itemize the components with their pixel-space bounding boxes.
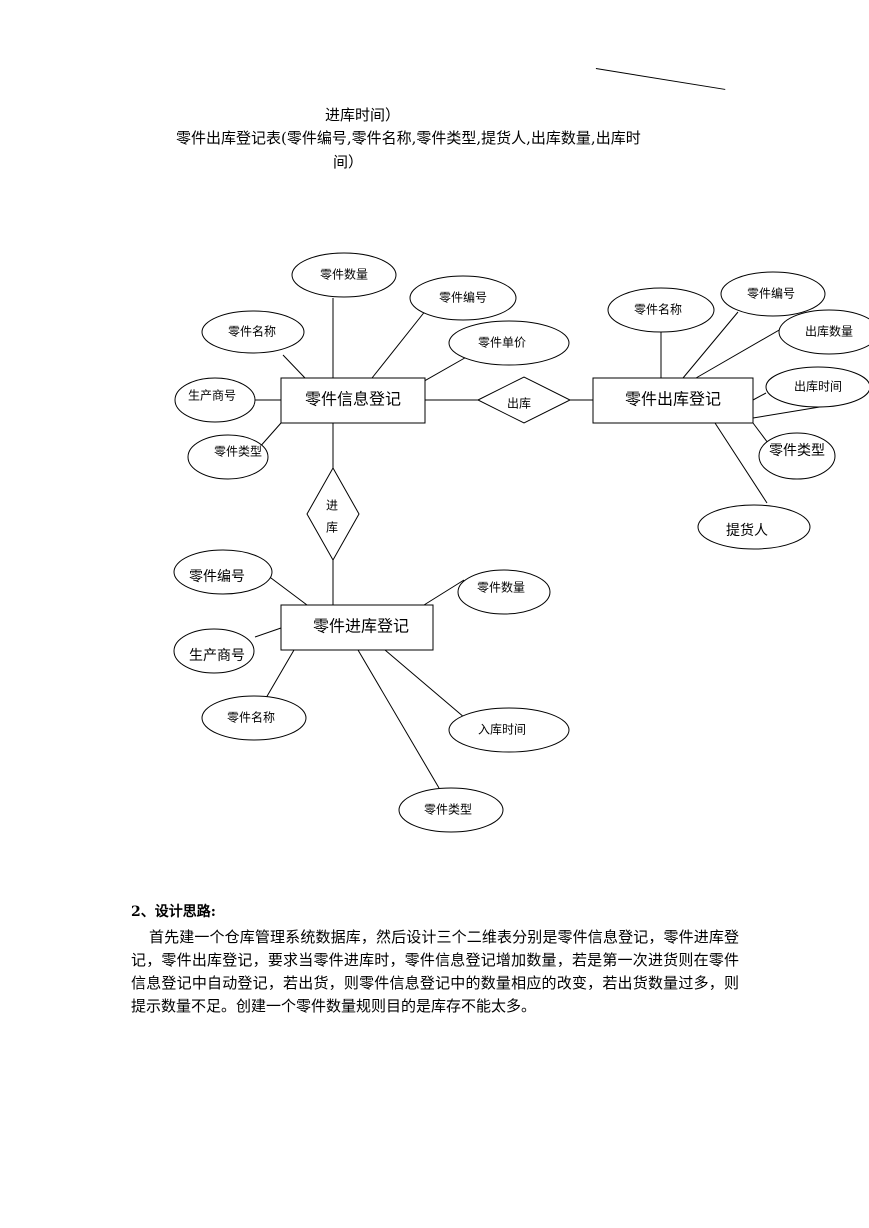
attr-info-name bbox=[201, 310, 305, 354]
attr-in-time-label: 入库时间 bbox=[478, 722, 526, 737]
entity-info-label: 零件信息登记 bbox=[305, 390, 401, 409]
attr-in-type bbox=[398, 787, 504, 833]
attr-out-code bbox=[720, 271, 826, 317]
entity-out-label: 零件出库登记 bbox=[625, 390, 721, 409]
edge-out-time bbox=[752, 392, 767, 401]
attr-info-type bbox=[187, 434, 269, 480]
entity-out bbox=[592, 377, 754, 424]
attr-out-code-label: 零件编号 bbox=[747, 286, 795, 301]
attr-info-price-label: 零件单价 bbox=[478, 336, 526, 350]
attr-in-maker-label: 生产商号 bbox=[189, 648, 245, 664]
attr-out-qty bbox=[778, 309, 869, 355]
attr-in-code bbox=[173, 549, 273, 595]
attr-info-code bbox=[409, 275, 517, 321]
attr-out-picker-label: 提货人 bbox=[726, 522, 768, 539]
edge-in-type bbox=[357, 649, 440, 789]
attr-in-name-label: 零件名称 bbox=[227, 710, 275, 725]
relation-in-label-1: 进 bbox=[326, 499, 338, 513]
attr-out-qty-label: 出库数量 bbox=[805, 324, 853, 339]
attr-info-maker bbox=[174, 377, 256, 423]
edge-info-code bbox=[371, 304, 431, 379]
edge-in-name bbox=[265, 649, 295, 699]
intro-line-2: 零件出库登记表(零件编号,零件名称,零件类型,提货人,出库数量,出库时 bbox=[176, 129, 641, 147]
attr-in-maker bbox=[173, 628, 255, 674]
er-diagram: 零件信息登记 零件出库登记 零件进库登记 出库 进 库 零件数量 零件编号 零件… bbox=[173, 252, 869, 833]
intro-line-1: 进库时间） bbox=[325, 106, 401, 124]
attr-out-time bbox=[765, 366, 869, 408]
edge-out-code bbox=[682, 311, 739, 379]
edge-out-type bbox=[752, 422, 769, 444]
attr-in-code-label: 零件编号 bbox=[189, 569, 245, 585]
attr-out-type-label: 零件类型 bbox=[769, 443, 825, 459]
intro-line-3: 间） bbox=[333, 153, 364, 171]
relation-in bbox=[306, 466, 360, 562]
edge-in-maker bbox=[254, 627, 282, 638]
attr-info-type-label: 零件类型 bbox=[214, 445, 262, 459]
attr-in-time bbox=[448, 707, 570, 753]
attr-in-qty bbox=[457, 569, 551, 615]
attr-out-name bbox=[607, 287, 715, 333]
attr-info-price bbox=[448, 320, 570, 366]
attr-out-type bbox=[758, 432, 836, 480]
edge-out-picker bbox=[714, 422, 768, 504]
attr-in-name bbox=[201, 695, 307, 741]
edge-in-time bbox=[384, 649, 466, 719]
attr-in-type-label: 零件类型 bbox=[424, 803, 472, 817]
attr-info-name-label: 零件名称 bbox=[228, 324, 276, 339]
section-heading: 2、设计思路: bbox=[131, 904, 216, 920]
attr-out-time-label: 出库时间 bbox=[794, 379, 842, 394]
edge-in-qty bbox=[423, 579, 465, 606]
attr-info-code-label: 零件编号 bbox=[439, 290, 487, 305]
relation-out bbox=[476, 376, 572, 424]
attr-out-picker bbox=[697, 504, 811, 550]
edge-info-name bbox=[282, 354, 306, 379]
entity-info bbox=[280, 377, 426, 424]
section-body: 首先建一个仓库管理系统数据库，然后设计三个二维表分别是零件信息登记，零件进库登记… bbox=[131, 928, 739, 1015]
entity-in bbox=[280, 604, 434, 651]
attr-info-qty-label: 零件数量 bbox=[320, 267, 368, 282]
entity-in-label: 零件进库登记 bbox=[313, 617, 409, 636]
attr-out-name-label: 零件名称 bbox=[634, 302, 682, 317]
relation-in-label-2: 库 bbox=[326, 520, 338, 535]
attr-info-qty bbox=[291, 252, 397, 298]
attr-in-qty-label: 零件数量 bbox=[477, 580, 525, 595]
attr-info-maker-label: 生产商号 bbox=[188, 388, 236, 403]
relation-out-label: 出库 bbox=[507, 396, 531, 411]
